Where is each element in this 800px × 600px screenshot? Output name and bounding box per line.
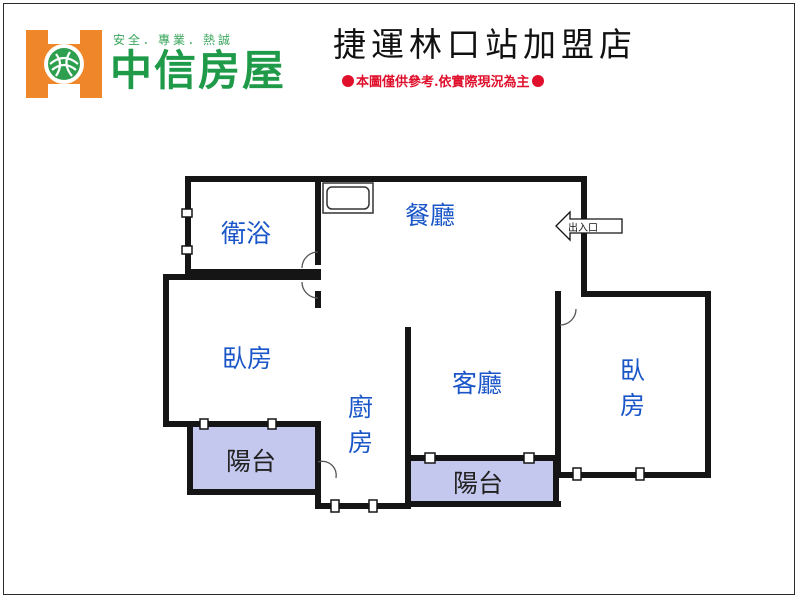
door-swing-icon <box>301 251 319 269</box>
entrance-marker: 出入口 <box>555 210 623 242</box>
brand-logo-icon <box>26 30 102 98</box>
balcony-mid-area <box>410 461 555 503</box>
room-label-bedroom-left: 臥房 <box>222 344 272 373</box>
door-swing-icon <box>301 281 319 299</box>
outer-frame <box>3 3 795 595</box>
room-label-bathroom: 衛浴 <box>221 219 271 248</box>
room-label-balcony-left: 陽台 <box>226 447 276 476</box>
red-dot-icon <box>342 75 354 87</box>
door-swing-icon <box>559 308 577 326</box>
room-label-living: 客廳 <box>452 369 502 398</box>
door-swing-icon <box>317 460 337 479</box>
store-name: 捷運林口站加盟店 <box>333 25 637 64</box>
room-label-bedroom-right: 房 <box>620 391 645 420</box>
arrow-left-icon <box>555 210 623 242</box>
brand-tagline: 安全．專業．熱誠 <box>113 33 234 47</box>
disclaimer-text: 本圖僅供參考.依實際現況為主 <box>356 75 530 90</box>
disclaimer: 本圖僅供參考.依實際現況為主 <box>340 71 546 90</box>
room-label-kitchen: 廚 <box>348 393 373 422</box>
room-label-kitchen: 房 <box>348 428 373 457</box>
brand-name: 中信房屋 <box>110 46 287 95</box>
red-dot-icon <box>531 75 544 87</box>
room-label-bedroom-right: 臥 <box>620 356 645 385</box>
room-label-balcony-mid: 陽台 <box>453 469 503 498</box>
balcony-left-area <box>192 425 316 491</box>
window-markers <box>181 208 645 513</box>
entrance-label: 出入口 <box>568 221 598 234</box>
room-label-dining: 餐廳 <box>405 201 455 230</box>
